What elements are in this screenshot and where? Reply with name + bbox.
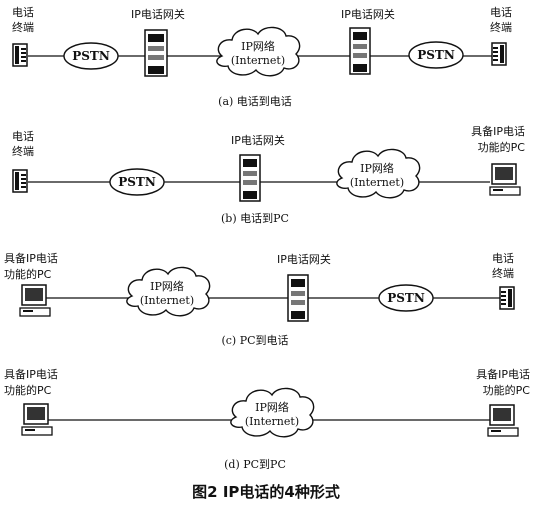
telephone-icon [499, 286, 515, 310]
gateway-label: IP电话网关 [277, 252, 331, 266]
ip-network-cloud: IP网络 (Internet) [126, 266, 211, 317]
cloud-label-line2: (Internet) [140, 294, 194, 307]
cloud-label-line2: (Internet) [245, 415, 299, 428]
figure-title: 图2 IP电话的4种形式 [192, 483, 340, 501]
gateway-label: IP电话网关 [341, 7, 395, 21]
pstn-node: PSTN [109, 168, 165, 196]
cloud-label-line1: IP网络 [360, 161, 394, 175]
phone-label-line1: 电话 [12, 6, 34, 19]
pc-label-line1: 具备IP电话 [476, 367, 530, 381]
cloud-label-line2: (Internet) [350, 176, 404, 189]
pstn-label: PSTN [72, 49, 110, 63]
panel-d: 具备IP电话 功能的PC IP网络 (Internet) 具备IP电话 功能的P… [4, 367, 530, 471]
pc-icon [21, 403, 53, 436]
phone-label-line2: 终端 [12, 144, 34, 158]
pc-icon [487, 404, 519, 437]
gateway-server-icon [287, 274, 309, 322]
gateway-label: IP电话网关 [131, 7, 185, 21]
pc-label-line2: 功能的PC [4, 383, 52, 397]
ip-network-cloud: IP网络 (Internet) [216, 26, 301, 77]
caption-d: (d) PC到PC [224, 458, 286, 471]
ip-network-cloud: IP网络 (Internet) [230, 387, 315, 438]
gateway-server-icon [349, 27, 371, 75]
pstn-node: PSTN [408, 41, 464, 69]
pc-label-line1: 具备IP电话 [4, 367, 58, 381]
pc-icon [489, 163, 521, 196]
cloud-label-line1: IP网络 [241, 39, 275, 53]
telephone-icon [12, 169, 28, 193]
caption-a: (a) 电话到电话 [218, 95, 292, 108]
cloud-label-line2: (Internet) [231, 54, 285, 67]
cloud-label-line1: IP网络 [150, 279, 184, 293]
pc-label-line1: 具备IP电话 [471, 124, 525, 138]
ip-network-cloud: IP网络 (Internet) [336, 148, 421, 199]
pstn-node: PSTN [63, 42, 119, 70]
pstn-label: PSTN [417, 48, 455, 62]
caption-c: (c) PC到电话 [221, 334, 288, 347]
phone-label-line1: 电话 [492, 252, 514, 265]
panel-a: 电话 终端 PSTN IP电话网关 IP网络 (Internet) [12, 6, 512, 108]
phone-label-line1: 电话 [12, 130, 34, 143]
cloud-label-line1: IP网络 [255, 400, 289, 414]
phone-label-line2: 终端 [492, 266, 514, 280]
panel-c: 具备IP电话 功能的PC IP网络 (Internet) IP电话网关 PSTN… [4, 251, 515, 347]
gateway-server-icon [144, 29, 168, 77]
phone-label-line2: 终端 [12, 20, 34, 34]
pstn-node: PSTN [378, 284, 434, 312]
pc-label-line2: 功能的PC [4, 267, 52, 281]
gateway-server-icon [239, 154, 261, 202]
phone-label-line1: 电话 [490, 6, 512, 19]
gateway-label: IP电话网关 [231, 133, 285, 147]
pc-label-line2: 功能的PC [478, 140, 526, 154]
pc-icon [19, 284, 51, 317]
caption-b: (b) 电话到PC [221, 212, 289, 225]
phone-label-line2: 终端 [490, 20, 512, 34]
pstn-label: PSTN [387, 291, 425, 305]
panel-b: 电话 终端 PSTN IP电话网关 IP网络 (Internet) 具备IP电话… [12, 124, 525, 225]
pstn-label: PSTN [118, 175, 156, 189]
pc-label-line1: 具备IP电话 [4, 251, 58, 265]
telephone-icon [491, 42, 507, 66]
pc-label-line2: 功能的PC [483, 383, 531, 397]
telephone-icon [12, 43, 28, 67]
